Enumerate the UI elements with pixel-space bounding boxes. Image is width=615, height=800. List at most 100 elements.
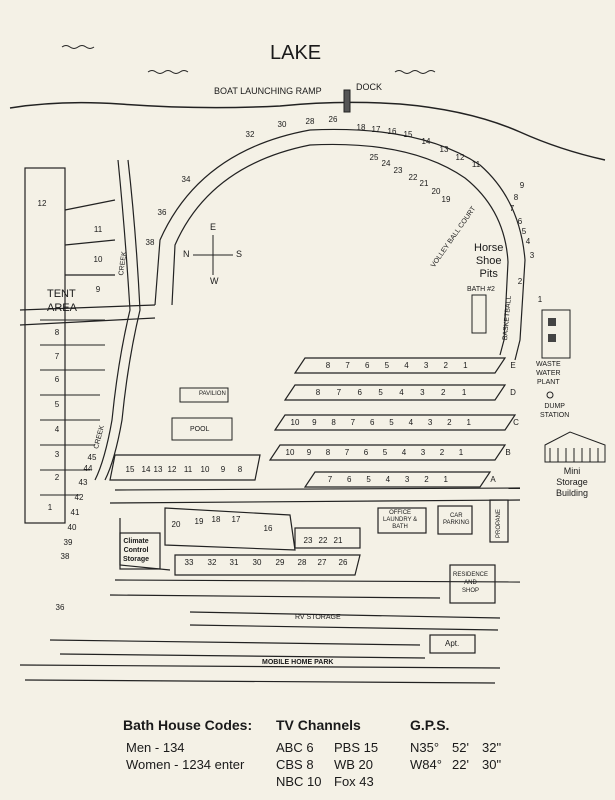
east-site-number: 1 — [537, 295, 543, 304]
compass-w: N — [183, 249, 190, 259]
pullthru-site-number: 2 — [441, 388, 446, 397]
tv-channel: PBS 15 — [334, 740, 379, 755]
pavilion-label: PAVILION — [199, 391, 226, 397]
pullthru-site-number: 3 — [427, 418, 433, 427]
pullthru-site-number: 1 — [466, 418, 471, 427]
office-row-site-number: 22 — [318, 536, 328, 545]
pool-row-site-number: 8 — [237, 465, 243, 474]
tent-area-label: TENT AREA — [47, 288, 77, 314]
horse-shoe-label: Horse Shoe Pits — [474, 242, 504, 280]
left-site-number: 2 — [54, 473, 60, 482]
tent-site-number: 9 — [95, 285, 101, 294]
dock — [343, 89, 351, 113]
tv-channel: ABC 6 — [276, 740, 314, 755]
east-site-number: 3 — [529, 251, 535, 260]
office-label: OFFICE LAUNDRY & BATH — [383, 510, 418, 530]
tv-title: TV Channels — [276, 717, 361, 733]
lake-site-number: 17 — [371, 125, 381, 134]
lower-rows — [19, 518, 521, 684]
pullthru-site-number: 5 — [389, 418, 394, 427]
row-letter: D — [510, 388, 516, 397]
pullthru-site-number: 1 — [458, 448, 464, 457]
propane-label: PROPANE — [496, 509, 502, 538]
pullthru-site-number: 5 — [384, 361, 390, 370]
mobile-home-label: MOBILE HOME PARK — [262, 659, 334, 666]
tv-channel: WB 20 — [334, 757, 374, 772]
lake-site-number: 11 — [471, 160, 481, 169]
inner-site-number: 24 — [381, 159, 391, 168]
pullthru-site-number: 5 — [382, 448, 388, 457]
row-letter: A — [490, 475, 496, 484]
gps-value: 22' — [452, 757, 469, 772]
bottom-row-site-number: 31 — [229, 558, 239, 567]
dump-station-marker — [546, 391, 554, 399]
tv-channel: CBS 8 — [276, 757, 314, 772]
office-row-site-number: 21 — [333, 536, 343, 545]
plant-tank — [548, 318, 556, 326]
residence-label: RESIDENCE AND SHOP — [453, 572, 489, 594]
creek — [94, 159, 131, 481]
middle-row — [164, 499, 509, 551]
middle-row-site-number: 16 — [263, 524, 273, 533]
pullthru-site-number: 1 — [443, 475, 448, 484]
inner-site-number: 21 — [419, 179, 429, 188]
left-site-number: 7 — [54, 352, 60, 361]
pullthru-site-number: 10 — [285, 448, 295, 457]
pullthru-site-number: 3 — [423, 361, 429, 370]
car-parking-label: CAR PARKING — [443, 513, 470, 526]
middle-row-site-number: 17 — [231, 515, 241, 524]
pool-row-site-number: 10 — [200, 465, 210, 474]
lake-site-number: 13 — [439, 145, 449, 154]
pool-row-site-number: 9 — [220, 465, 226, 474]
gps-value: 52' — [452, 740, 469, 755]
pullthru-site-number: 1 — [461, 388, 467, 397]
pullthru-site-number: 2 — [424, 475, 429, 484]
pullthru-site-number: 4 — [401, 448, 407, 457]
inner-site-number: 19 — [441, 195, 451, 204]
bath2-label: BATH #2 — [467, 286, 495, 293]
pullthru-site-number: 8 — [325, 361, 331, 370]
pullthru-site-number: 1 — [463, 361, 468, 370]
row-letter: E — [510, 361, 516, 370]
bottom-row-site-number: 29 — [275, 558, 285, 567]
east-site-number: 8 — [513, 193, 519, 202]
pullthru-site-number: 7 — [345, 361, 350, 370]
mini-storage-label: Mini Storage Building — [556, 466, 589, 498]
pavilion-building — [179, 387, 229, 403]
pullthru-site-number: 10 — [290, 418, 300, 427]
left-site-number: 6 — [54, 375, 60, 384]
pool-label: POOL — [190, 426, 210, 433]
loop-site-number: 38 — [145, 238, 155, 247]
creek-bank — [104, 159, 141, 481]
pullthru-site-number: 6 — [365, 361, 370, 370]
climate-storage-label: Climate Control Storage — [123, 538, 150, 563]
tv-channel: NBC 10 — [276, 774, 322, 789]
east-site-number: 6 — [517, 217, 523, 226]
gps-title: G.P.S. — [410, 717, 450, 733]
middle-row-site-number: 20 — [171, 520, 181, 529]
diagonal-site-number: 45 — [87, 453, 97, 462]
gps-value: W84° — [410, 757, 442, 772]
diagonal-site-number: 38 — [60, 552, 70, 561]
east-site-number: 7 — [509, 204, 515, 213]
tent-site-number: 11 — [93, 225, 103, 234]
office-row-site-number: 23 — [303, 536, 313, 545]
compass-n: E — [210, 222, 217, 232]
pullthru-site-number: 9 — [306, 448, 312, 457]
inner-site-number: 25 — [369, 153, 379, 162]
pullthru-site-number: 3 — [420, 448, 426, 457]
middle-row-site-number: 18 — [211, 515, 221, 524]
east-site-number: 4 — [525, 237, 531, 246]
lake-site-number: 26 — [328, 115, 338, 124]
bottom-row-site-number: 33 — [184, 558, 194, 567]
bath-house-title: Bath House Codes: — [123, 717, 253, 733]
pullthru-site-number: 7 — [350, 418, 356, 427]
left-column-sites — [40, 319, 105, 496]
bottom-row-site-number: 30 — [252, 558, 262, 567]
pool-row-site-number: 11 — [183, 465, 193, 474]
bath-men: Men - 134 — [126, 740, 185, 755]
pullthru-site-number: 3 — [404, 475, 410, 484]
pullthru-site-number: 3 — [420, 388, 425, 397]
compass-s: W — [210, 276, 219, 286]
lake-site-number: 30 — [277, 120, 287, 129]
